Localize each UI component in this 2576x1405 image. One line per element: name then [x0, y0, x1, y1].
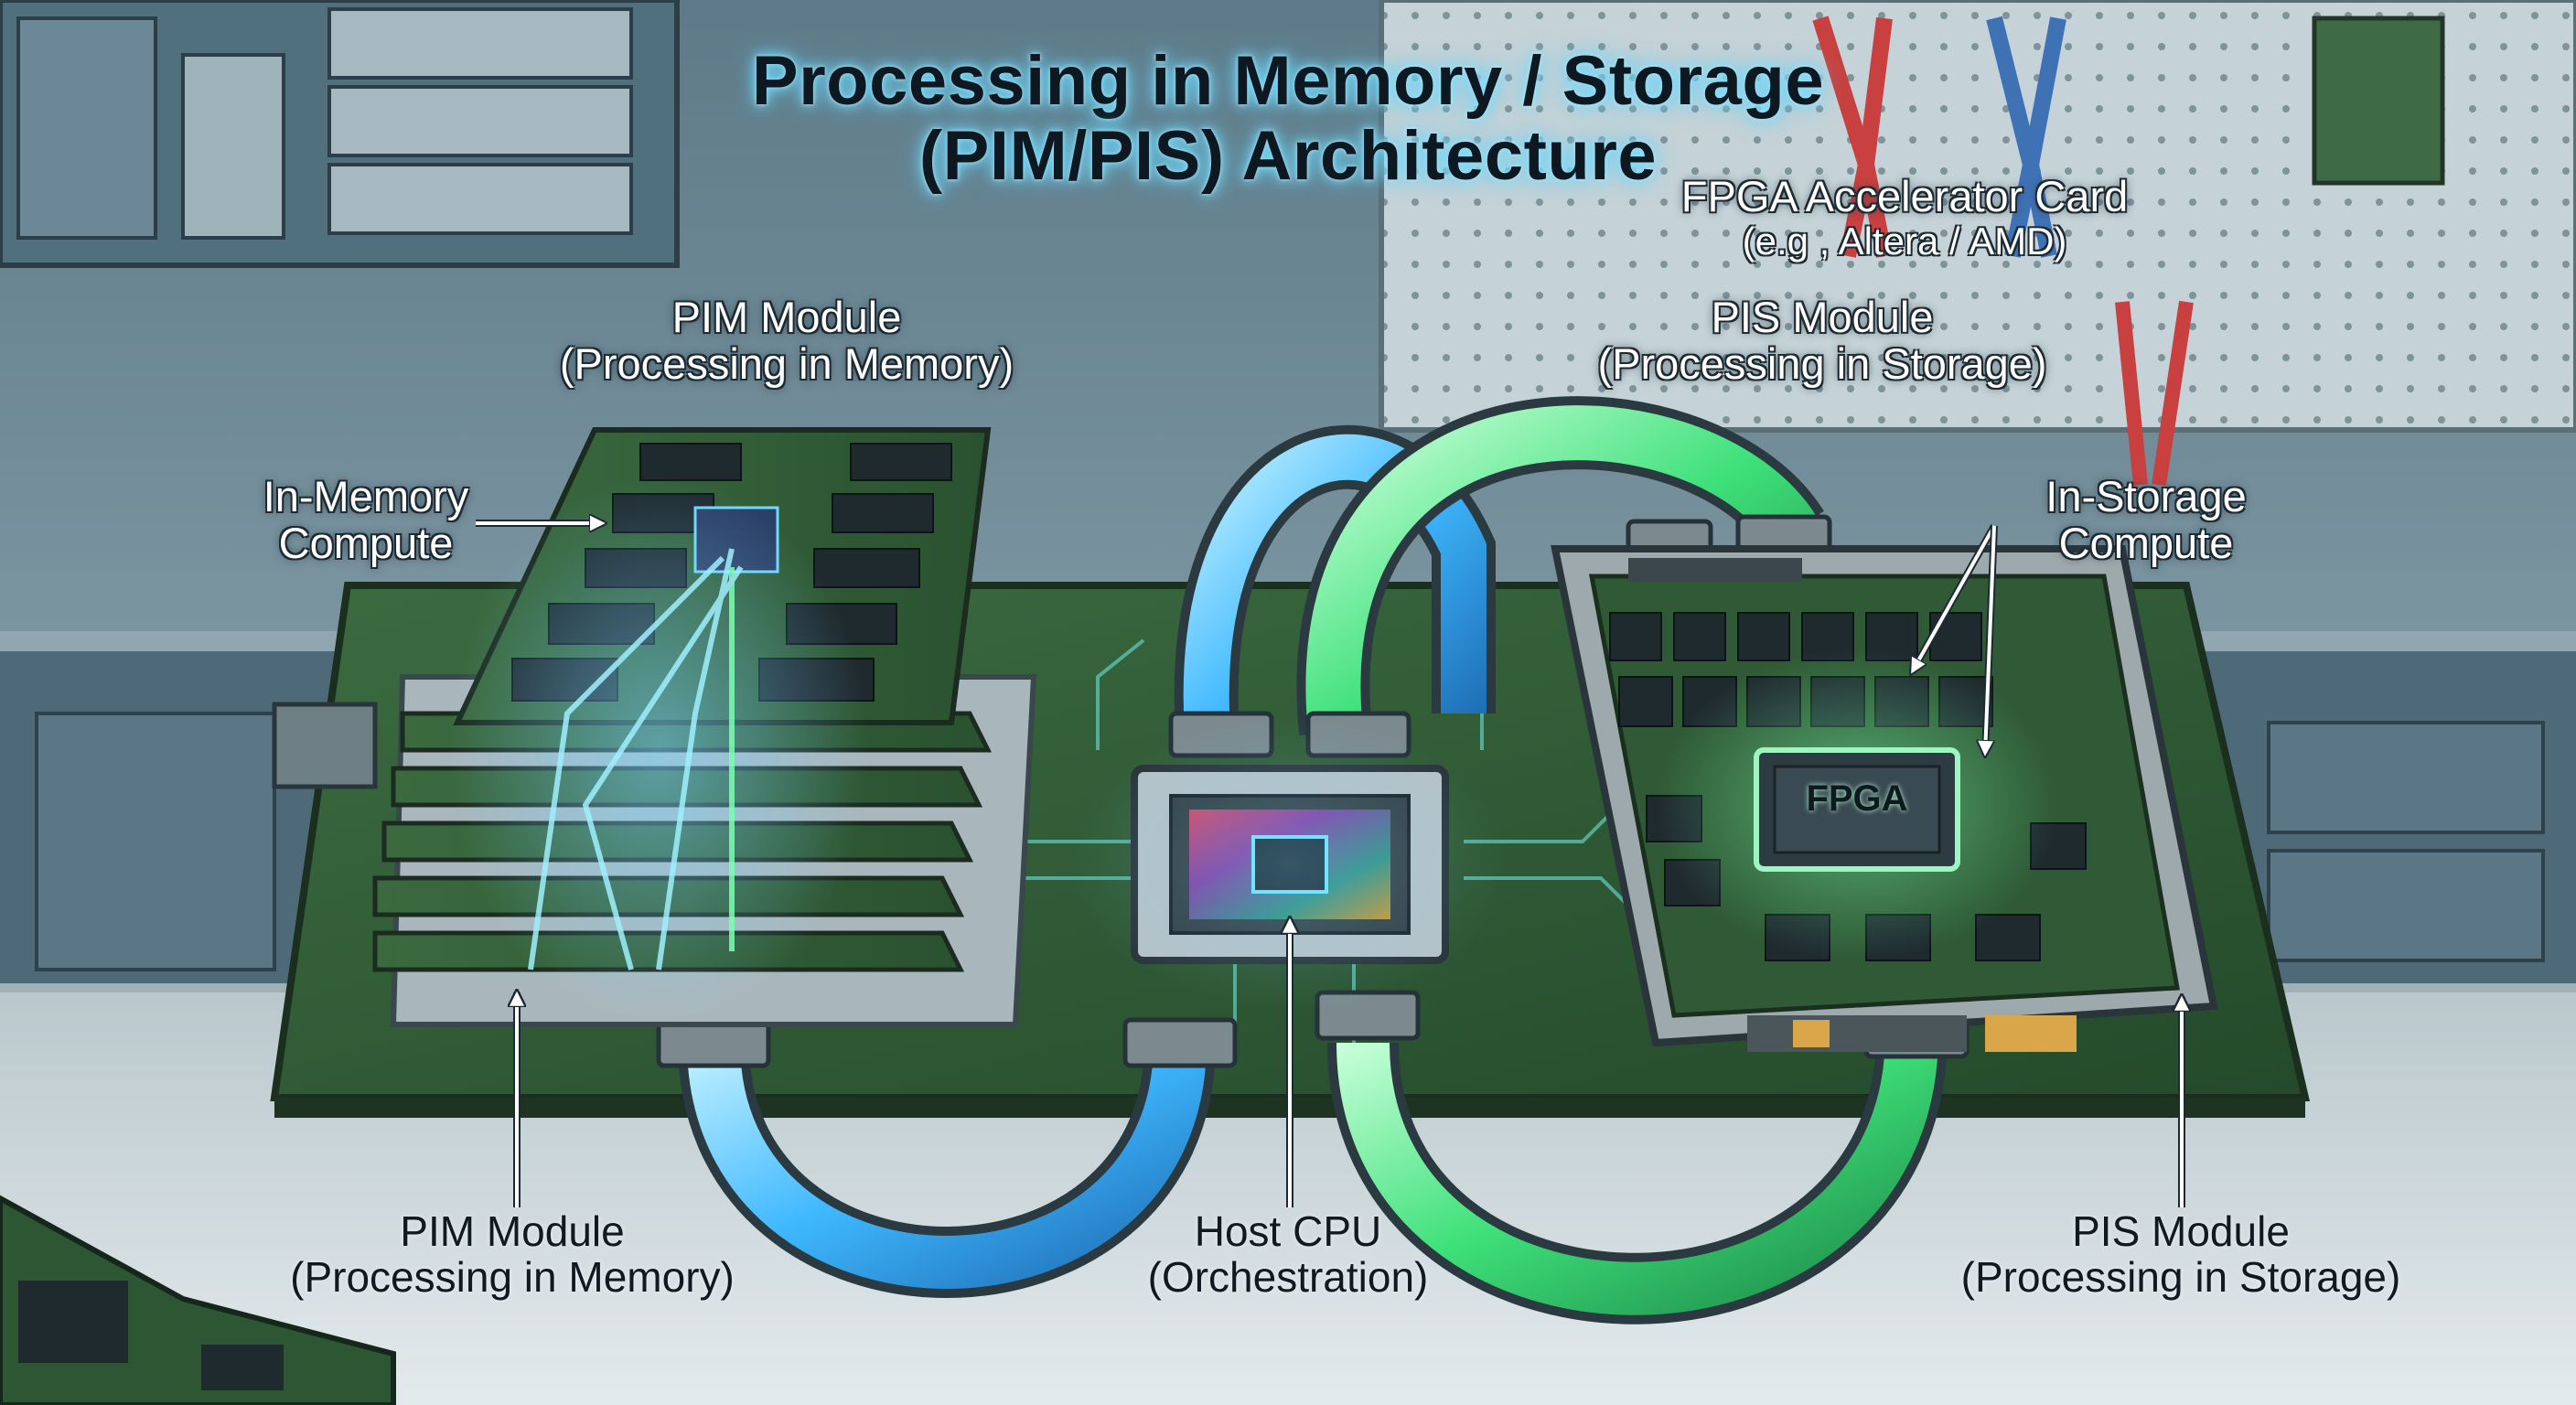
pim-module-bottom-label: PIM Module (Processing in Memory): [290, 1207, 735, 1301]
host-cpu-label: Host CPU (Orchestration): [1147, 1207, 1429, 1301]
pis-module-top-label: PIS Module (Processing in Storage): [1597, 293, 2047, 388]
wall-board: [2312, 16, 2445, 186]
pim-module-top-label: PIM Module (Processing in Memory): [559, 293, 1014, 388]
in-storage-compute-label: In-Storage Compute: [2045, 472, 2247, 567]
title-line-1: Processing in Memory / Storage: [751, 42, 1825, 120]
network-jack: [272, 702, 378, 789]
fpga-chip: [1754, 747, 1960, 872]
fpga-card-label: FPGA Accelerator Card (e.g , Altera / AM…: [1680, 172, 2129, 263]
cabinet-shelf: [0, 0, 680, 268]
spare-board: [0, 1195, 396, 1405]
annotation-arrows: [476, 523, 2182, 1207]
fpga-chip-label: FPGA: [1806, 778, 1908, 819]
memory-glow: [448, 476, 869, 1024]
memory-flow-lines: [528, 548, 744, 971]
storage-cable: [1296, 396, 1948, 1325]
title-line-2: (PIM/PIS) Architecture: [918, 117, 1658, 196]
diagram-title: Processing in Memory / Storage (PIM/PIS)…: [751, 42, 1825, 196]
pis-module-bottom-label: PIS Module (Processing in Storage): [1960, 1207, 2401, 1301]
hanging-tools: [1812, 16, 2194, 487]
in-memory-compute-label: In-Memory Compute: [263, 472, 469, 567]
counter-drawers: [35, 712, 2545, 971]
